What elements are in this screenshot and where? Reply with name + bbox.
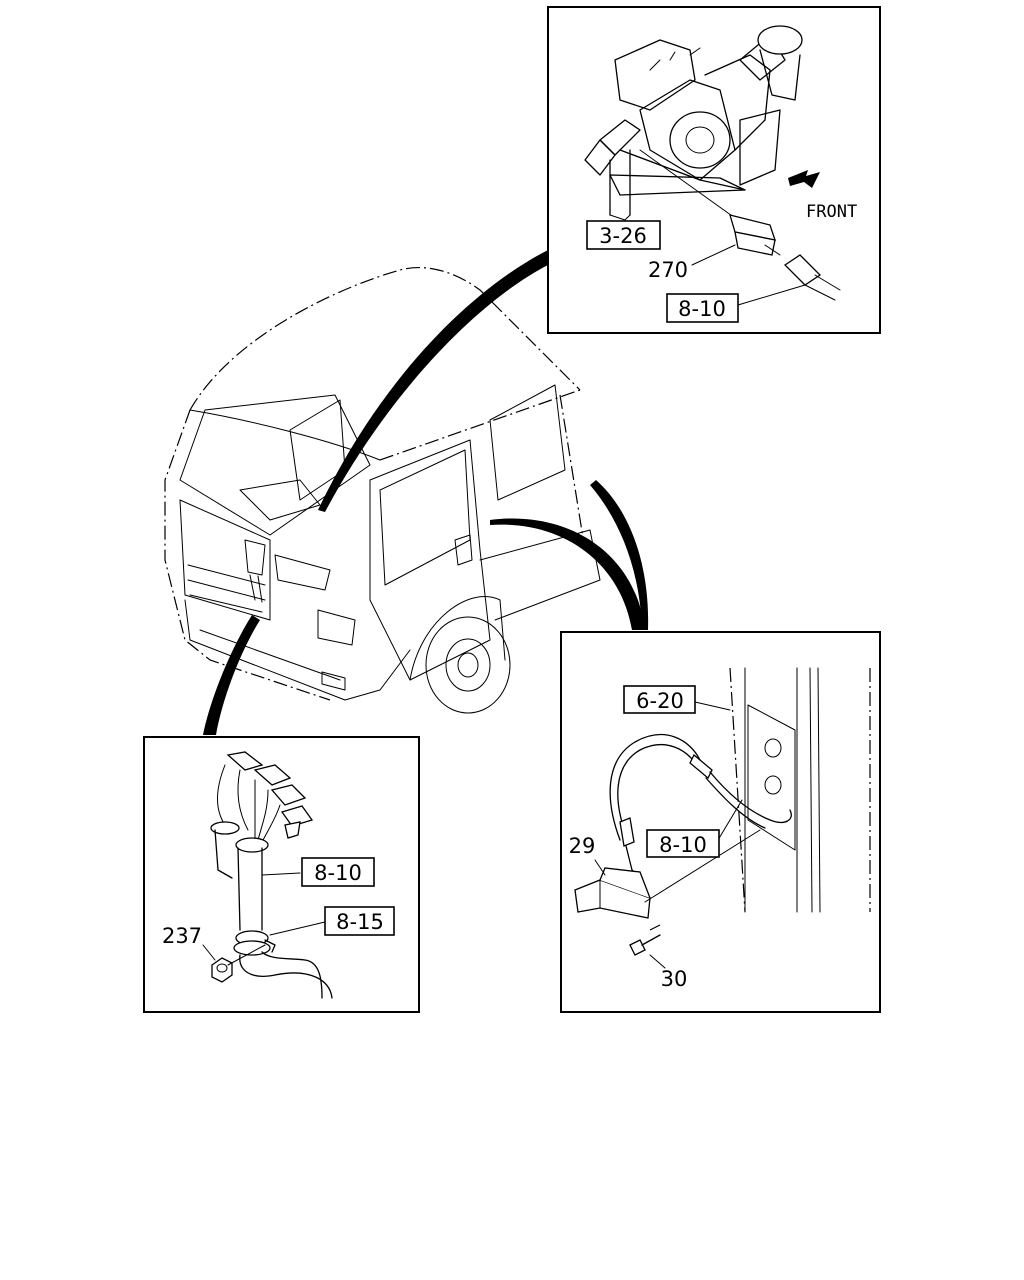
callout-swooshes: [203, 250, 649, 735]
ref-tag-8-15: 8-15: [336, 910, 384, 934]
panel-bottom-right: 6-20 8-10 29 30: [560, 631, 881, 1013]
door-switch-cable: [609, 733, 792, 879]
truck-cab-illustration: [164, 266, 601, 714]
ref-tag-8-10-top: 8-10: [678, 297, 726, 321]
door-switch-29: [574, 829, 761, 919]
part-number-30: 30: [661, 967, 688, 991]
ref-tag-6-20: 6-20: [636, 689, 684, 713]
ref-tag-8-10-bottom-left: 8-10: [314, 861, 362, 885]
part-number-237: 237: [162, 924, 202, 948]
nut-237: [211, 944, 266, 983]
harness-connector: [783, 254, 841, 301]
pump-assembly: [584, 25, 803, 216]
screw-30: [629, 924, 666, 969]
connector-cluster: [210, 751, 333, 999]
part-number-29: 29: [569, 834, 596, 858]
front-direction-label: FRONT: [806, 202, 857, 222]
ref-tag-8-10-bottom-right: 8-10: [659, 833, 707, 857]
ref-tag-3-26: 3-26: [599, 224, 647, 248]
door-pillar: [729, 667, 871, 913]
part-number-270: 270: [648, 258, 688, 282]
front-arrow-icon: [788, 170, 820, 188]
pressure-switch-270: [639, 149, 781, 256]
panel-top-right: FRONT 3-26 270 8-10: [547, 6, 881, 334]
panel-bottom-left: 8-10 8-15 237: [143, 736, 420, 1013]
